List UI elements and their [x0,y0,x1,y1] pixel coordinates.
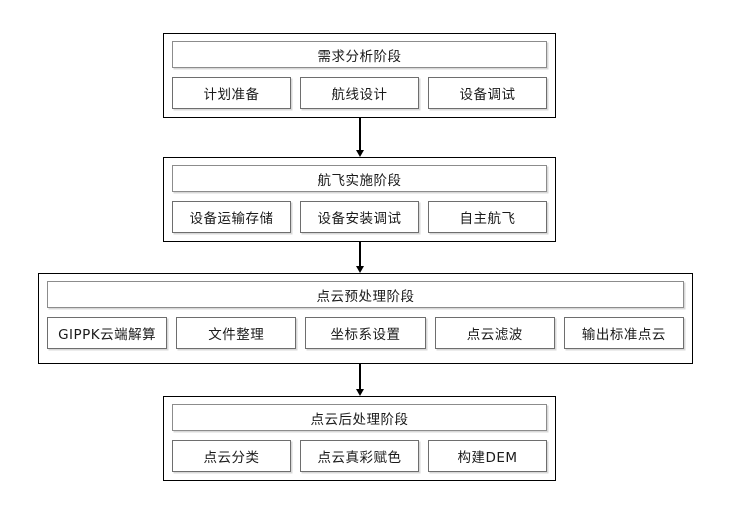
stage-item-equipment-debug[interactable]: 设备调试 [428,77,547,109]
stage-item-build-dem[interactable]: 构建DEM [428,440,547,472]
stage-items-4: 点云分类 点云真彩赋色 构建DEM [172,440,547,472]
stage-item-output-standard-pointcloud[interactable]: 输出标准点云 [563,317,685,349]
stage-item-pointcloud-classification[interactable]: 点云分类 [172,440,291,472]
stage-item-autonomous-flight[interactable]: 自主航飞 [428,201,547,233]
connector-shaft [359,118,361,150]
stage-items-3: GIPPK云端解算 文件整理 坐标系设置 点云滤波 输出标准点云 [47,317,685,349]
connector-shaft [359,242,361,266]
stage-header-4: 点云后处理阶段 [172,404,547,431]
arrowhead-down-icon [355,150,364,157]
stage-items-2: 设备运输存储 设备安装调试 自主航飞 [172,201,547,233]
stage-header-3: 点云预处理阶段 [47,281,684,308]
stage-item-equipment-install-debug[interactable]: 设备安装调试 [300,201,419,233]
stage-item-pointcloud-true-color[interactable]: 点云真彩赋色 [300,440,419,472]
stage-header-1: 需求分析阶段 [172,41,547,68]
stage-item-file-organization[interactable]: 文件整理 [176,317,297,349]
arrowhead-down-icon [355,266,364,273]
stage-item-coordinate-system-setup[interactable]: 坐标系设置 [305,317,426,349]
stage-block-flight-execution: 航飞实施阶段 设备运输存储 设备安装调试 自主航飞 [163,157,556,242]
stage-item-gippk-cloud-solution[interactable]: GIPPK云端解算 [47,317,168,349]
connector-stage1-to-stage2 [353,118,367,157]
stage-items-1: 计划准备 航线设计 设备调试 [172,77,547,109]
connector-stage3-to-stage4 [353,364,367,396]
stage-item-route-design[interactable]: 航线设计 [300,77,419,109]
arrowhead-down-icon [355,389,364,396]
stage-block-requirement-analysis: 需求分析阶段 计划准备 航线设计 设备调试 [163,33,556,118]
stage-block-pointcloud-preprocessing: 点云预处理阶段 GIPPK云端解算 文件整理 坐标系设置 点云滤波 输出标准点云 [38,273,693,364]
stage-header-2: 航飞实施阶段 [172,165,547,192]
stage-item-pointcloud-filtering[interactable]: 点云滤波 [434,317,555,349]
stage-item-equipment-transport-storage[interactable]: 设备运输存储 [172,201,291,233]
stage-block-pointcloud-postprocessing: 点云后处理阶段 点云分类 点云真彩赋色 构建DEM [163,396,556,481]
connector-stage2-to-stage3 [353,242,367,273]
stage-item-plan-preparation[interactable]: 计划准备 [172,77,291,109]
connector-shaft [359,364,361,389]
